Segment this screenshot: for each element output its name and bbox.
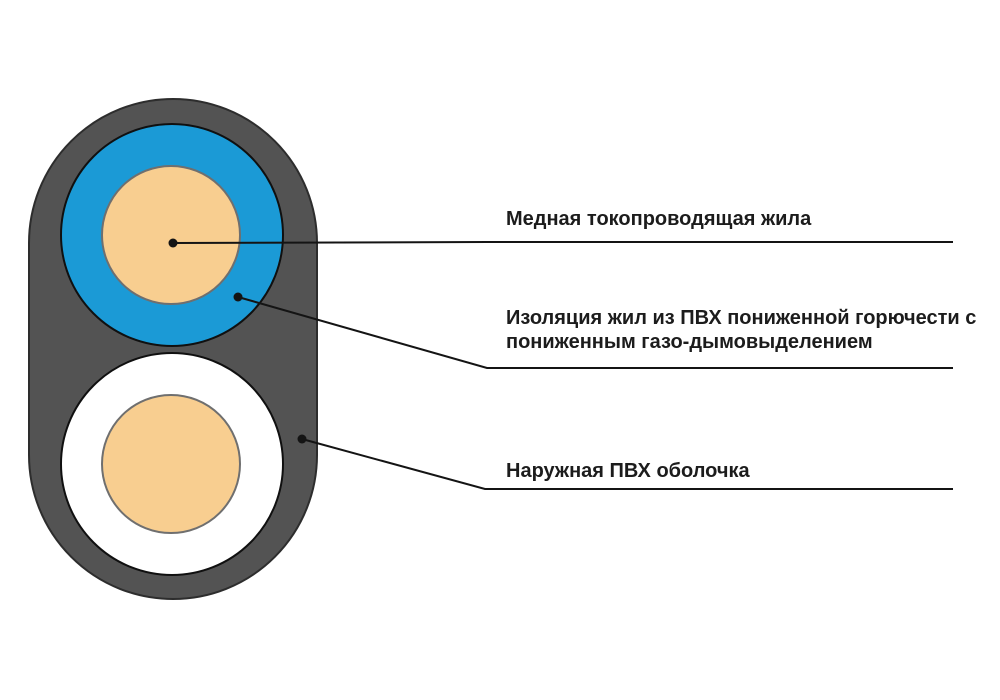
callout-outer-sheath-text: Наружная ПВХ оболочка [506,460,750,482]
bottom-copper-conductor [101,394,241,534]
callout-core-insulation-text-line2: пониженным газо-дымовыделением [506,331,873,353]
callout-core-insulation: Изоляция жил из ПВХ пониженной горючести… [506,306,976,354]
callout-copper-core-text: Медная токопроводящая жила [506,208,812,230]
callout-core-insulation-text-line1: Изоляция жил из ПВХ пониженной горючести… [506,307,977,329]
callout-outer-sheath: Наружная ПВХ оболочка [506,459,750,483]
top-copper-conductor [101,165,241,305]
callout-copper-core: Медная токопроводящая жила [506,207,811,231]
